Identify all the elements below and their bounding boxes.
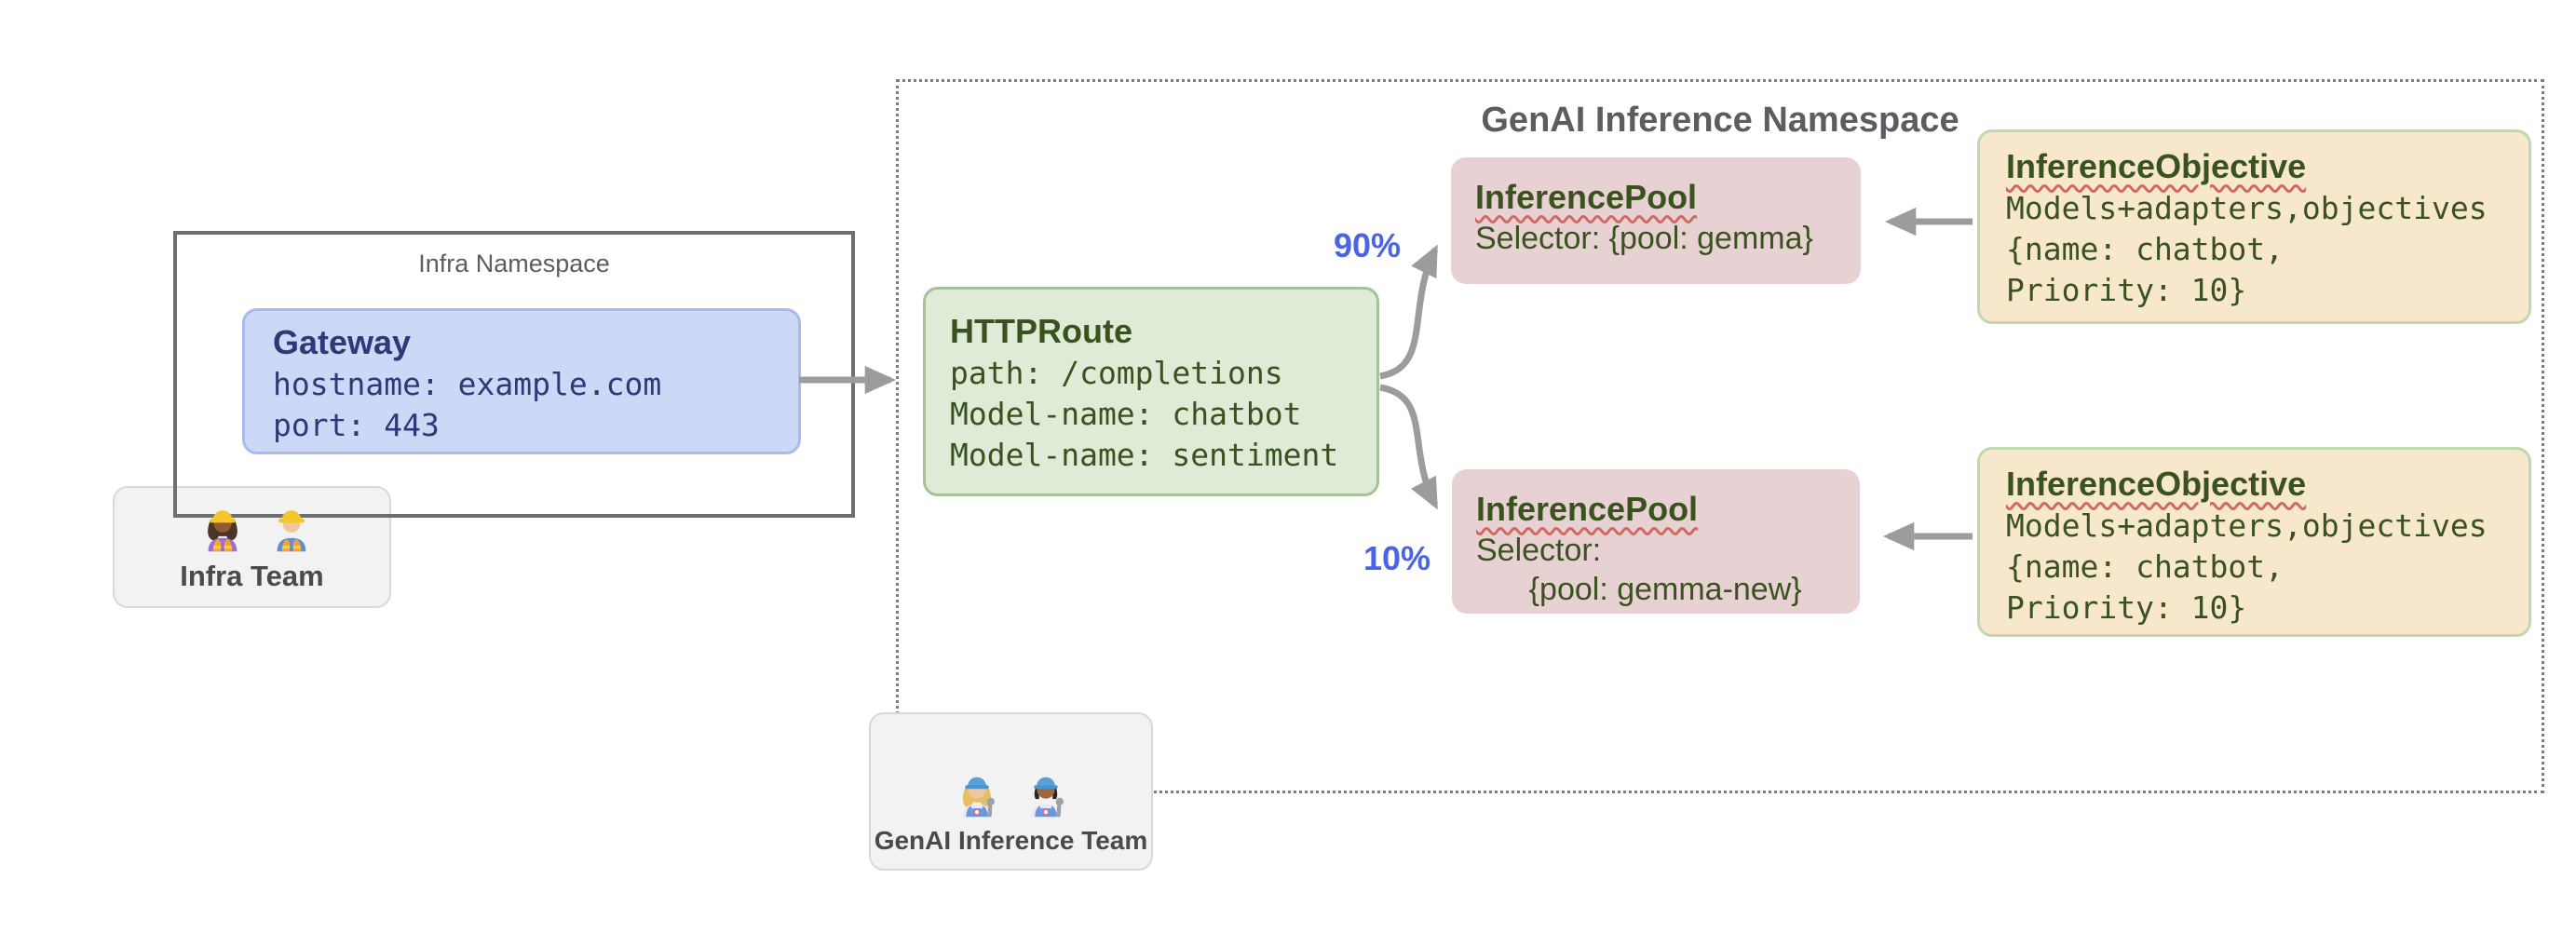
inference-objective-priority: Priority: 10} [2006, 272, 2247, 308]
infra-namespace-box: Infra Namespace Gateway hostname: exampl… [173, 231, 855, 518]
woman-mechanic-icon [962, 777, 995, 818]
gateway-hostname: hostname: example.com [273, 366, 662, 402]
inference-objective-title: InferenceObjective [2006, 147, 2307, 185]
woman-construction-worker-icon [208, 510, 237, 552]
genai-inference-namespace-box: GenAI Inference Namespace HTTPRoute path… [896, 79, 2544, 793]
traffic-weight-90: 90% [1333, 226, 1402, 264]
inference-objective-title: InferenceObjective [2006, 465, 2307, 503]
genai-inference-team-card: GenAI Inference Team [869, 712, 1153, 871]
inference-pool-gemma-new-card: InferencePool Selector: {pool: gemma-new… [1452, 469, 1860, 614]
inference-objective-priority: Priority: 10} [2006, 589, 2247, 626]
inference-objective-models: Models+adapters,objectives [2006, 190, 2488, 226]
httproute-model-sentiment: Model-name: sentiment [950, 437, 1339, 473]
genai-inference-namespace-title: GenAI Inference Namespace [1481, 101, 1959, 140]
inference-pool-title: InferencePool [1476, 490, 1699, 528]
infra-namespace-title: Infra Namespace [418, 250, 610, 277]
man-construction-worker-icon [277, 510, 306, 552]
inference-objective-top-card: InferenceObjective Models+adapters,objec… [1977, 129, 2531, 324]
genai-team-label: GenAI Inference Team [874, 826, 1148, 855]
infra-team-icons [196, 499, 319, 553]
httproute-title: HTTPRoute [950, 312, 1132, 350]
httproute-card: HTTPRoute path: /completions Model-name:… [923, 287, 1379, 496]
inference-pool-selector: Selector: {pool: gemma} [1475, 221, 1813, 256]
inference-objective-name: {name: chatbot, [2006, 548, 2285, 585]
httproute-path: path: /completions [950, 355, 1283, 391]
gateway-card: Gateway hostname: example.com port: 443 [242, 308, 801, 454]
gateway-port: port: 443 [273, 407, 440, 443]
traffic-weight-10: 10% [1363, 539, 1431, 577]
man-mechanic-icon [1031, 777, 1064, 818]
genai-team-icons [950, 764, 1073, 818]
inference-objective-models: Models+adapters,objectives [2006, 507, 2488, 544]
infra-team-card: Infra Team [113, 486, 391, 608]
httproute-model-chatbot: Model-name: chatbot [950, 396, 1302, 432]
infra-team-label: Infra Team [180, 560, 324, 592]
inference-pool-title: InferencePool [1475, 178, 1698, 216]
gateway-title: Gateway [273, 323, 412, 361]
inference-pool-selector: Selector: [1476, 533, 1602, 568]
inference-objective-name: {name: chatbot, [2006, 231, 2285, 267]
inference-pool-gemma-card: InferencePool Selector: {pool: gemma} [1451, 157, 1861, 284]
inference-pool-selector-value: {pool: gemma-new} [1476, 572, 1802, 607]
inference-objective-bottom-card: InferenceObjective Models+adapters,objec… [1977, 447, 2531, 637]
